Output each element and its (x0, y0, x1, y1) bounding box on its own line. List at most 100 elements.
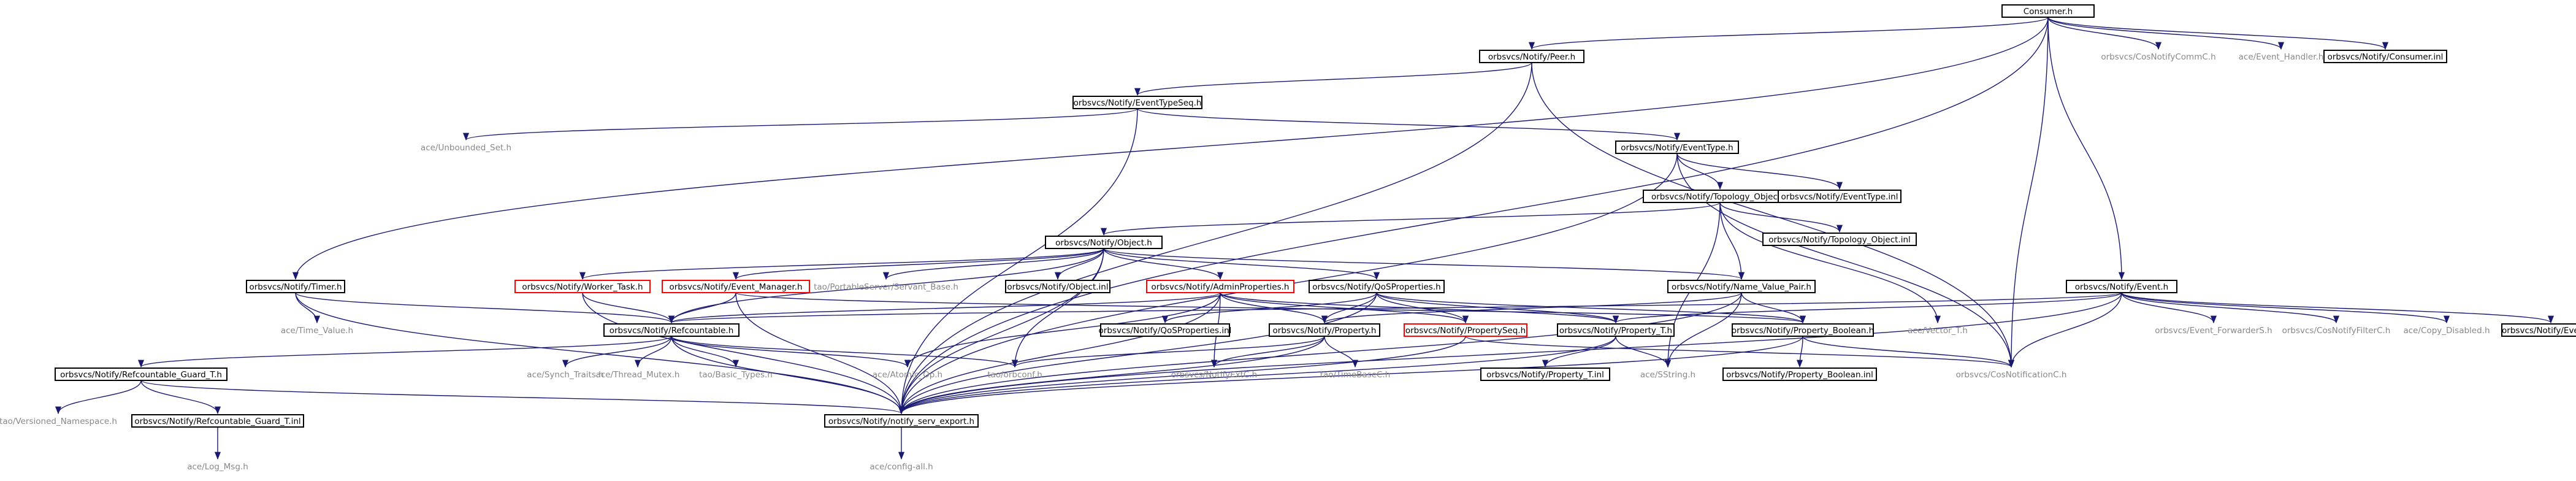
node-label: orbsvcs/Notify/Topology_Object.inl (1768, 235, 1911, 245)
file-node-property-t-inl[interactable]: orbsvcs/Notify/Property_T.inl (1480, 367, 1610, 381)
file-node-unbounded-set-h: ace/Unbounded_Set.h (421, 143, 511, 153)
include-edge (898, 336, 1325, 415)
node-label: ace/Synch_Traits.h (527, 370, 603, 380)
file-node-consumer-inl[interactable]: orbsvcs/Notify/Consumer.inl (2323, 50, 2447, 63)
include-edge (140, 380, 904, 415)
node-label: orbsvcs/Notify/Topology_Object.h (1651, 192, 1789, 202)
file-node-event-manager-h[interactable]: orbsvcs/Notify/Event_Manager.h (662, 280, 810, 293)
file-node-refcountable-guard-t-inl[interactable]: orbsvcs/Notify/Refcountable_Guard_T.inl (131, 414, 304, 428)
node-label: tao/TimeBaseC.h (1320, 370, 1391, 380)
file-node-cosnotifyc-h: orbsvcs/NotifyExtC.h (1171, 370, 1257, 380)
file-node-qosproperties-inl[interactable]: orbsvcs/Notify/QoSProperties.inl (1099, 323, 1232, 337)
file-node-eventtypeseq-h[interactable]: orbsvcs/Notify/EventTypeSeq.h (1072, 96, 1202, 109)
node-label: orbsvcs/Notify/Refcountable_Guard_T.inl (134, 417, 300, 426)
include-edge (1012, 336, 1325, 368)
node-label: orbsvcs/Notify/Property_Boolean.h (1732, 326, 1874, 336)
file-node-copy-disabled-h: ace/Copy_Disabled.h (2403, 326, 2490, 336)
node-label: Consumer.h (2024, 7, 2073, 17)
node-box (1722, 367, 1877, 381)
include-edge (735, 292, 905, 415)
file-node-eventtype-inl[interactable]: orbsvcs/Notify/EventType.inl (1778, 190, 1901, 203)
node-label: ace/Atomic_Op.h (873, 370, 942, 380)
file-node-refcountable-guard-t-h[interactable]: orbsvcs/Notify/Refcountable_Guard_T.h (55, 367, 227, 381)
node-box (662, 280, 810, 293)
include-edge (2121, 292, 2554, 324)
node-label: orbsvcs/Notify/Property_T.inl (1486, 370, 1604, 380)
node-label: orbsvcs/CosNotifyFilterC.h (2282, 326, 2391, 336)
include-edge (1465, 336, 2014, 368)
node-label: orbsvcs/Notify/Worker_Task.h (522, 282, 643, 292)
file-node-synch-traits-h: ace/Synch_Traits.h (527, 370, 603, 380)
include-edge (55, 380, 142, 415)
include-edge (2047, 17, 2284, 50)
dependency-edges (55, 17, 2554, 460)
file-node-property-t-h[interactable]: orbsvcs/Notify/Property_T.h (1557, 323, 1675, 337)
include-edge (898, 336, 1466, 415)
node-label: orbsvcs/Notify/Peer.h (1488, 52, 1575, 62)
node-label: orbsvcs/Notify/Timer.h (249, 282, 342, 292)
node-label: orbsvcs/Notify/Event_Manager.h (669, 282, 802, 292)
node-label: ace/Time_Value.h (281, 326, 353, 336)
include-edge (671, 336, 911, 368)
node-box (1404, 323, 1527, 337)
include-edge (898, 292, 1742, 415)
file-node-name-value-pair-h[interactable]: orbsvcs/Notify/Name_Value_Pair.h (1667, 280, 1816, 293)
node-label: ace/Vector_T.h (1908, 326, 1968, 336)
node-box (131, 414, 304, 428)
file-node-propertyseq-h[interactable]: orbsvcs/Notify/PropertySeq.h (1404, 323, 1527, 337)
include-edge (1613, 292, 2122, 324)
node-label: orbsvcs/Notify/EventType.h (1621, 143, 1733, 153)
file-node-qosproperties-h[interactable]: orbsvcs/Notify/QoSProperties.h (1309, 280, 1445, 293)
file-node-worker-task-h[interactable]: orbsvcs/Notify/Worker_Task.h (514, 280, 651, 293)
file-node-property-h[interactable]: orbsvcs/Notify/Property.h (1269, 323, 1380, 337)
node-label: orbsvcs/Notify/Consumer.inl (2328, 52, 2444, 62)
node-label: orbsvcs/Notify/QoSProperties.h (1312, 282, 1440, 292)
node-label: tao/Basic_Types.h (699, 370, 773, 380)
file-node-object-h[interactable]: orbsvcs/Notify/Object.h (1045, 236, 1163, 249)
include-edge (1376, 292, 1619, 324)
node-label: orbsvcs/CosNotificationC.h (1956, 370, 2067, 380)
file-node-timer-h[interactable]: orbsvcs/Notify/Timer.h (246, 280, 345, 293)
node-label: tao/PortableServer/Servant_Base.h (814, 282, 958, 292)
include-edge (2047, 17, 2125, 280)
include-edge (1542, 336, 1616, 368)
file-nodes: Consumer.h orbsvcs/Notify/Peer.h orbsvcs/C… (0, 4, 2576, 472)
include-edge (1324, 336, 1359, 368)
node-label: ace/Unbounded_Set.h (421, 143, 511, 153)
include-edge (1802, 336, 2014, 368)
node-box (1732, 323, 1874, 337)
node-label: orbsvcs/Notify/Refcountable.h (610, 326, 734, 336)
include-edge (1103, 248, 1223, 280)
include-edge (1719, 202, 1745, 280)
include-edge (1134, 62, 1532, 96)
file-node-consumer-h[interactable]: Consumer.h (2001, 4, 2095, 18)
file-node-property-boolean-h[interactable]: orbsvcs/Notify/Property_Boolean.h (1732, 323, 1874, 337)
file-node-topology-object-h[interactable]: orbsvcs/Notify/Topology_Object.h (1643, 190, 1797, 203)
node-label: ace/config-all.h (869, 462, 933, 472)
file-node-eventtype-h[interactable]: orbsvcs/Notify/EventType.h (1615, 140, 1739, 154)
file-node-refcountable-h[interactable]: orbsvcs/Notify/Refcountable.h (603, 323, 740, 337)
file-node-peer-h[interactable]: orbsvcs/Notify/Peer.h (1479, 50, 1584, 63)
include-edge (634, 336, 672, 368)
include-edge (582, 292, 675, 324)
file-node-event-h[interactable]: orbsvcs/Notify/Event.h (2066, 280, 2177, 293)
node-label: ace/Event_Handler.h (2239, 52, 2324, 62)
file-node-adminproperties-h[interactable]: orbsvcs/Notify/AdminProperties.h (1146, 280, 1294, 293)
node-box (603, 323, 740, 337)
include-edge (1011, 248, 1104, 368)
file-node-notify-serv-export-h[interactable]: orbsvcs/Notify/notify_serv_export.h (824, 414, 979, 428)
node-box (55, 367, 227, 381)
file-node-portableserver-servant-base-h: tao/PortableServer/Servant_Base.h (814, 282, 958, 292)
include-edge (1529, 17, 2049, 50)
node-box (1309, 280, 1445, 293)
node-box (824, 414, 979, 428)
node-box (1269, 323, 1380, 337)
file-node-topology-object-inl[interactable]: orbsvcs/Notify/Topology_Object.inl (1762, 233, 1917, 246)
file-node-object-inl[interactable]: orbsvcs/Notify/Object.inl (1005, 280, 1110, 293)
node-box (246, 280, 345, 293)
include-edge (1321, 292, 1742, 324)
node-box (1005, 280, 1110, 293)
file-node-event-inl[interactable]: orbsvcs/Notify/Event.inl (2501, 323, 2576, 337)
node-box (1480, 367, 1610, 381)
file-node-property-boolean-inl[interactable]: orbsvcs/Notify/Property_Boolean.inl (1722, 367, 1877, 381)
